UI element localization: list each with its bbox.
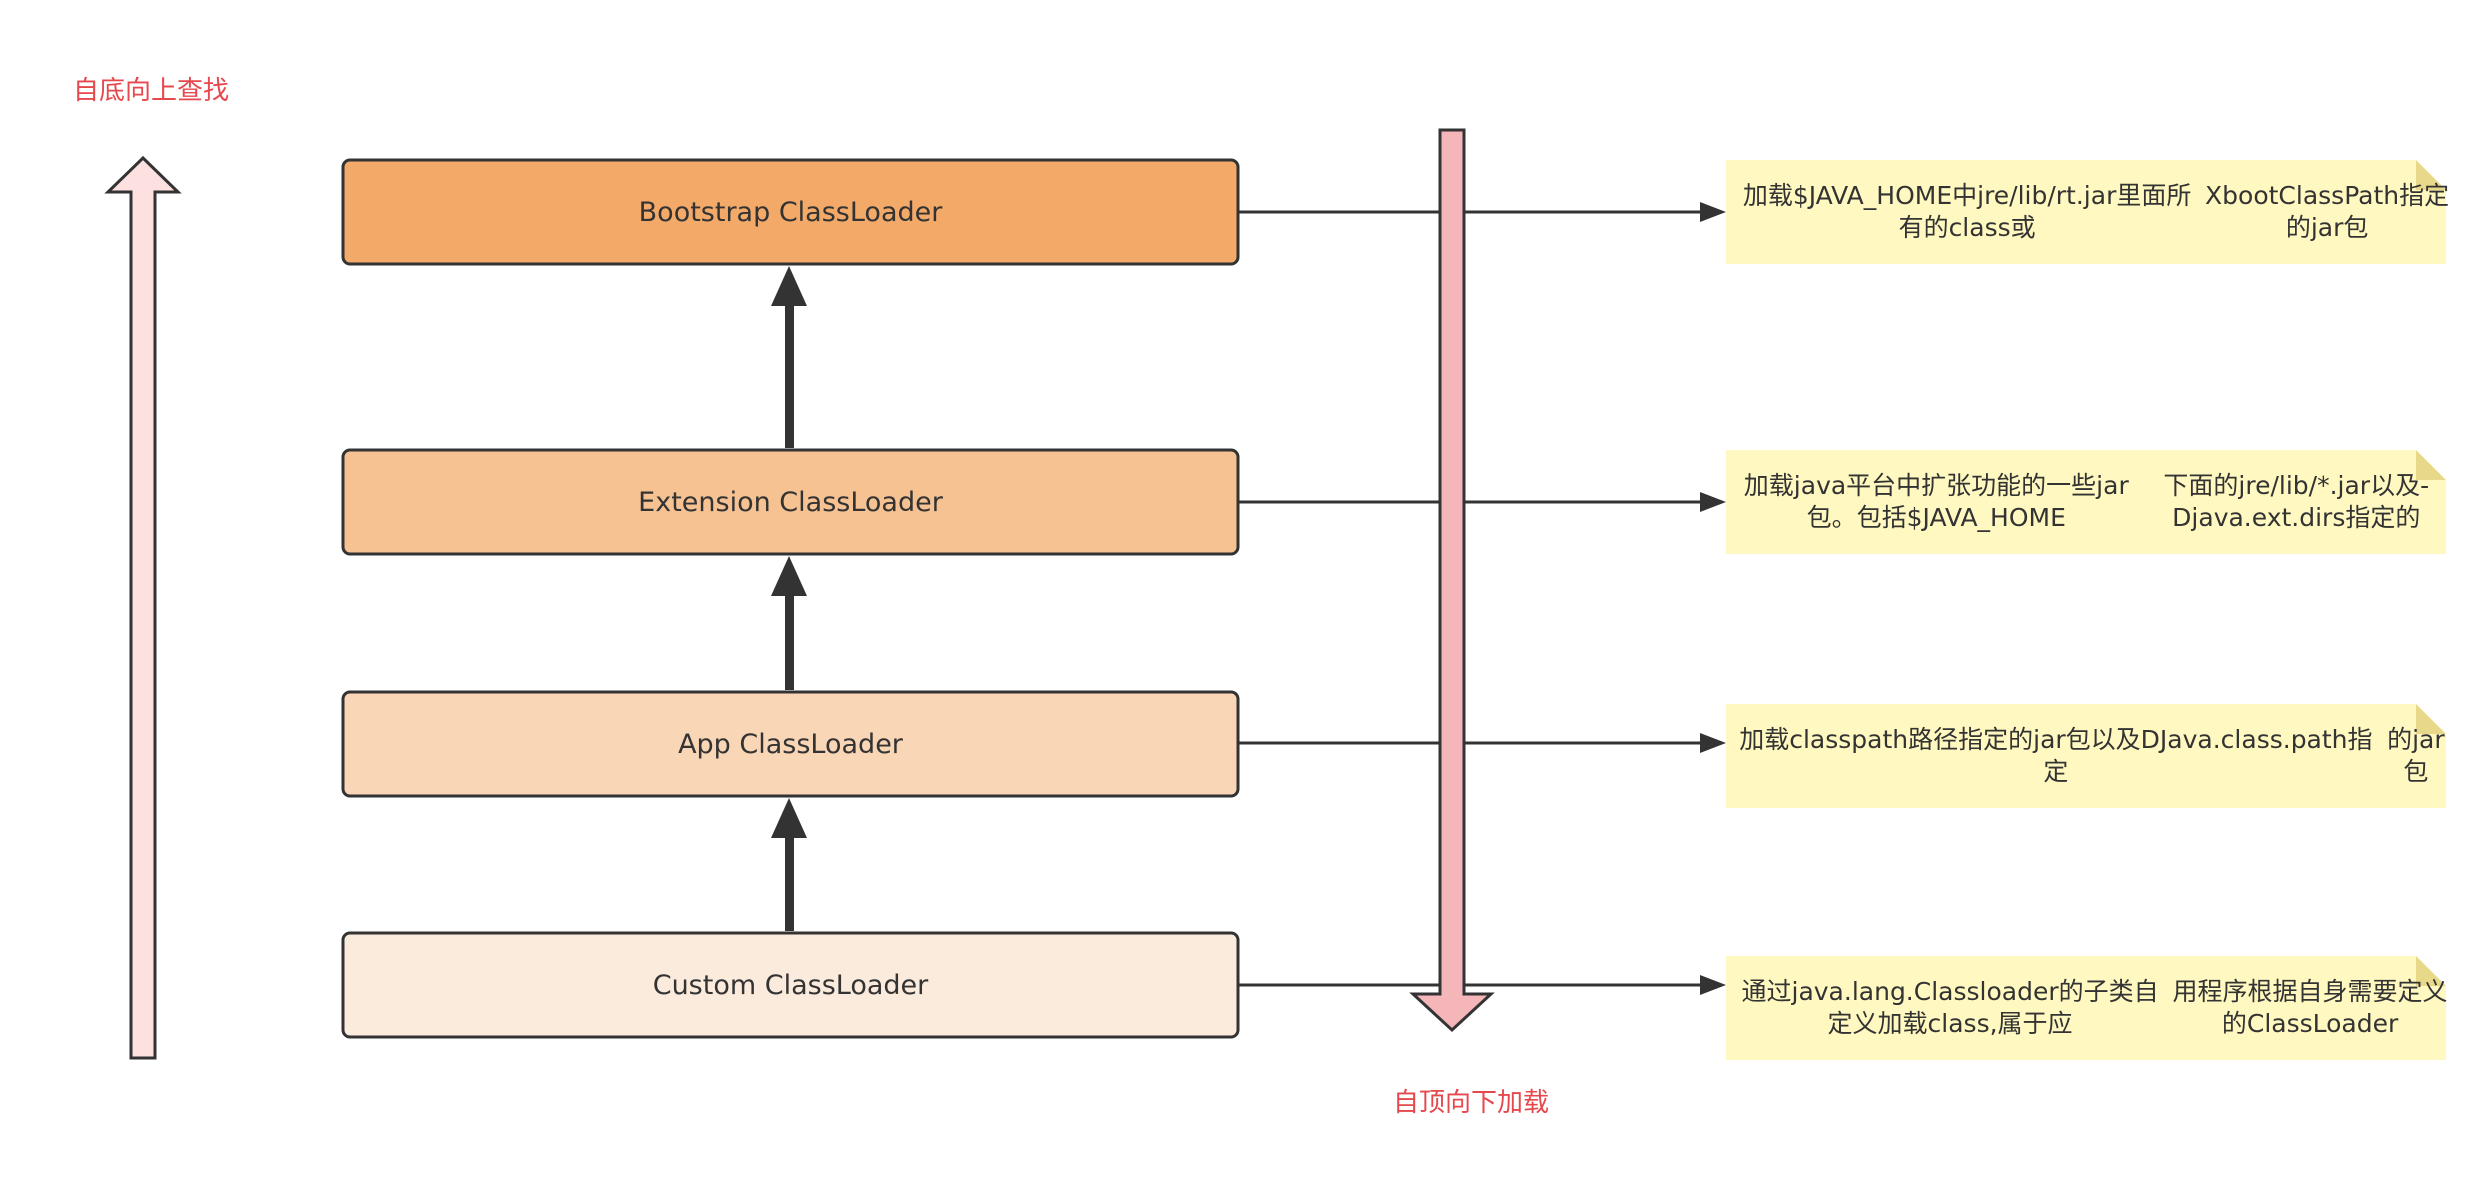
note-fold	[2416, 704, 2446, 734]
note-body	[1726, 704, 2446, 808]
connector-lines	[1238, 202, 1726, 995]
note-fold	[2416, 160, 2446, 190]
note-app	[1726, 704, 2446, 808]
loader-box-app	[341, 690, 1240, 798]
connector-arrowhead-bootstrap	[1700, 202, 1726, 222]
note-fold	[2416, 450, 2446, 480]
note-body	[1726, 450, 2446, 554]
delegation-shaft-extension-to-bootstrap	[785, 304, 794, 448]
loader-box-bootstrap	[341, 158, 1240, 266]
note-extension	[1726, 450, 2446, 554]
note-fold	[2416, 956, 2446, 986]
note-custom	[1726, 956, 2446, 1060]
delegation-head-extension-to-bootstrap	[771, 266, 807, 306]
delegation-shaft-custom-to-app	[785, 836, 794, 931]
delegation-arrows	[771, 266, 807, 931]
connector-arrowhead-custom	[1700, 975, 1726, 995]
note-body	[1726, 160, 2446, 264]
loader-box-custom	[341, 931, 1240, 1039]
bottom-up-arrow	[104, 155, 182, 1060]
loader-boxes	[341, 158, 1240, 1039]
top-down-arrow	[1409, 128, 1495, 1033]
delegation-head-custom-to-app	[771, 798, 807, 838]
delegation-shaft-app-to-extension	[785, 594, 794, 690]
delegation-head-app-to-extension	[771, 556, 807, 596]
note-body	[1726, 956, 2446, 1060]
notes	[1726, 160, 2446, 1060]
note-bootstrap	[1726, 160, 2446, 264]
connector-arrowhead-app	[1700, 733, 1726, 753]
connector-arrowhead-extension	[1700, 492, 1726, 512]
loader-box-extension	[341, 448, 1240, 556]
